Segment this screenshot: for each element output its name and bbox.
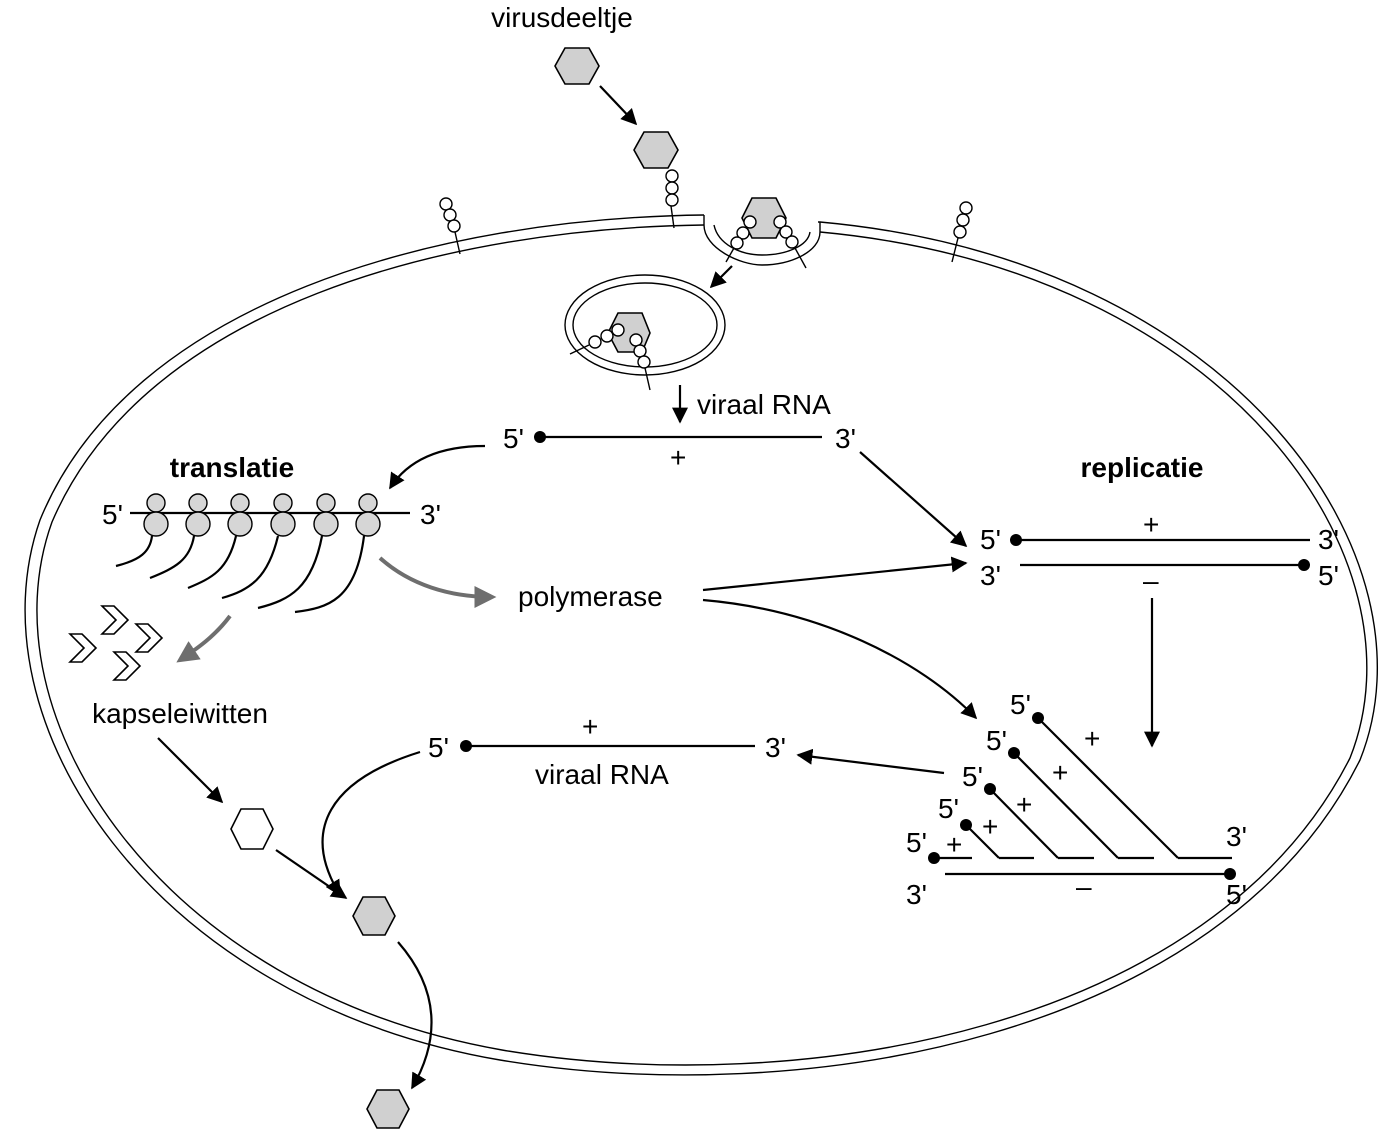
synthesis-5prime-5: 5' — [906, 827, 927, 858]
capsid-proteins-label: kapseleiwitten — [92, 698, 268, 729]
nascent-polypeptides — [115, 535, 366, 614]
synthesis-complex — [928, 712, 1236, 880]
receptor-right — [951, 201, 973, 263]
template-5prime: 5' — [1226, 879, 1247, 910]
duplex-minus-sign: – — [1143, 565, 1159, 596]
viral-rna-plus-strand — [534, 431, 822, 443]
replication-duplex — [1010, 534, 1310, 571]
to-capsid-proteins-arrow — [176, 614, 232, 663]
receptor-bound — [665, 169, 679, 229]
new-rna-plus: + — [582, 711, 598, 742]
virus-particle-label: virusdeeltje — [491, 2, 633, 33]
receptor-left — [439, 197, 461, 255]
synthesis-5prime-1: 5' — [1010, 689, 1031, 720]
synthesis-plus-2: + — [1052, 757, 1068, 788]
capsid-protein-chevrons — [68, 605, 164, 681]
to-empty-capsid-arrow — [157, 737, 224, 804]
template-3prime: 3' — [906, 879, 927, 910]
template-minus-sign: – — [1076, 871, 1092, 902]
synthesis-plus-5: + — [946, 829, 962, 860]
polymerase-to-synthesis-arrow — [702, 598, 978, 720]
duplex-minus-3prime: 3' — [980, 560, 1001, 591]
polymerase-label: polymerase — [518, 581, 663, 612]
translation-title: translatie — [170, 452, 295, 483]
release-arrow — [397, 941, 433, 1090]
viral-rna-label-top: viraal RNA — [697, 389, 831, 420]
rna-top-3prime: 3' — [835, 423, 856, 454]
capsid-to-assembly-arrow — [275, 849, 348, 899]
duplex-minus-5prime: 5' — [1318, 560, 1339, 591]
translation-5prime: 5' — [102, 499, 123, 530]
synthesis-plus-3: + — [1016, 789, 1032, 820]
ribosomes — [143, 493, 381, 537]
released-virus-hexagon — [366, 1089, 410, 1129]
rna-to-assembly-arrow — [321, 750, 421, 897]
rna-top-plus: + — [670, 442, 686, 473]
endosome-vesicle — [564, 274, 726, 391]
synthesis-plus-4: + — [982, 811, 998, 842]
to-polymerase-arrow — [378, 556, 497, 608]
synthesis-plus-1: + — [1084, 723, 1100, 754]
duplex-plus-3prime: 3' — [1318, 524, 1339, 555]
synthesis-5prime-3: 5' — [962, 761, 983, 792]
polymerase-to-replication-arrow — [702, 556, 968, 592]
entry-arrow-2 — [709, 265, 733, 289]
entry-arrow-1 — [599, 85, 638, 126]
to-translation-arrow — [389, 444, 486, 490]
synthesis-5prime-2: 5' — [986, 725, 1007, 756]
to-replication-arrow — [859, 451, 968, 548]
translation-3prime: 3' — [420, 499, 441, 530]
rna-top-5prime: 5' — [503, 423, 524, 454]
to-new-rna-arrow — [796, 748, 945, 775]
empty-capsid-hexagon — [230, 808, 274, 850]
duplex-plus-sign: + — [1143, 509, 1159, 540]
virus-binding-hexagon — [633, 131, 679, 169]
virus-particle-hexagon — [554, 47, 600, 85]
viral-rna-label-bottom: viraal RNA — [535, 759, 669, 790]
synthesis-5prime-4: 5' — [938, 793, 959, 824]
new-rna-5prime: 5' — [428, 732, 449, 763]
assembled-virus-hexagon — [352, 896, 396, 936]
new-viral-rna-strand — [460, 740, 755, 752]
new-rna-3prime: 3' — [765, 732, 786, 763]
synthesis-3prime-top: 3' — [1226, 821, 1247, 852]
replication-title: replicatie — [1081, 452, 1204, 483]
virus-in-pit — [725, 197, 807, 269]
duplex-plus-5prime: 5' — [980, 524, 1001, 555]
cell-membrane — [24, 214, 1378, 1076]
